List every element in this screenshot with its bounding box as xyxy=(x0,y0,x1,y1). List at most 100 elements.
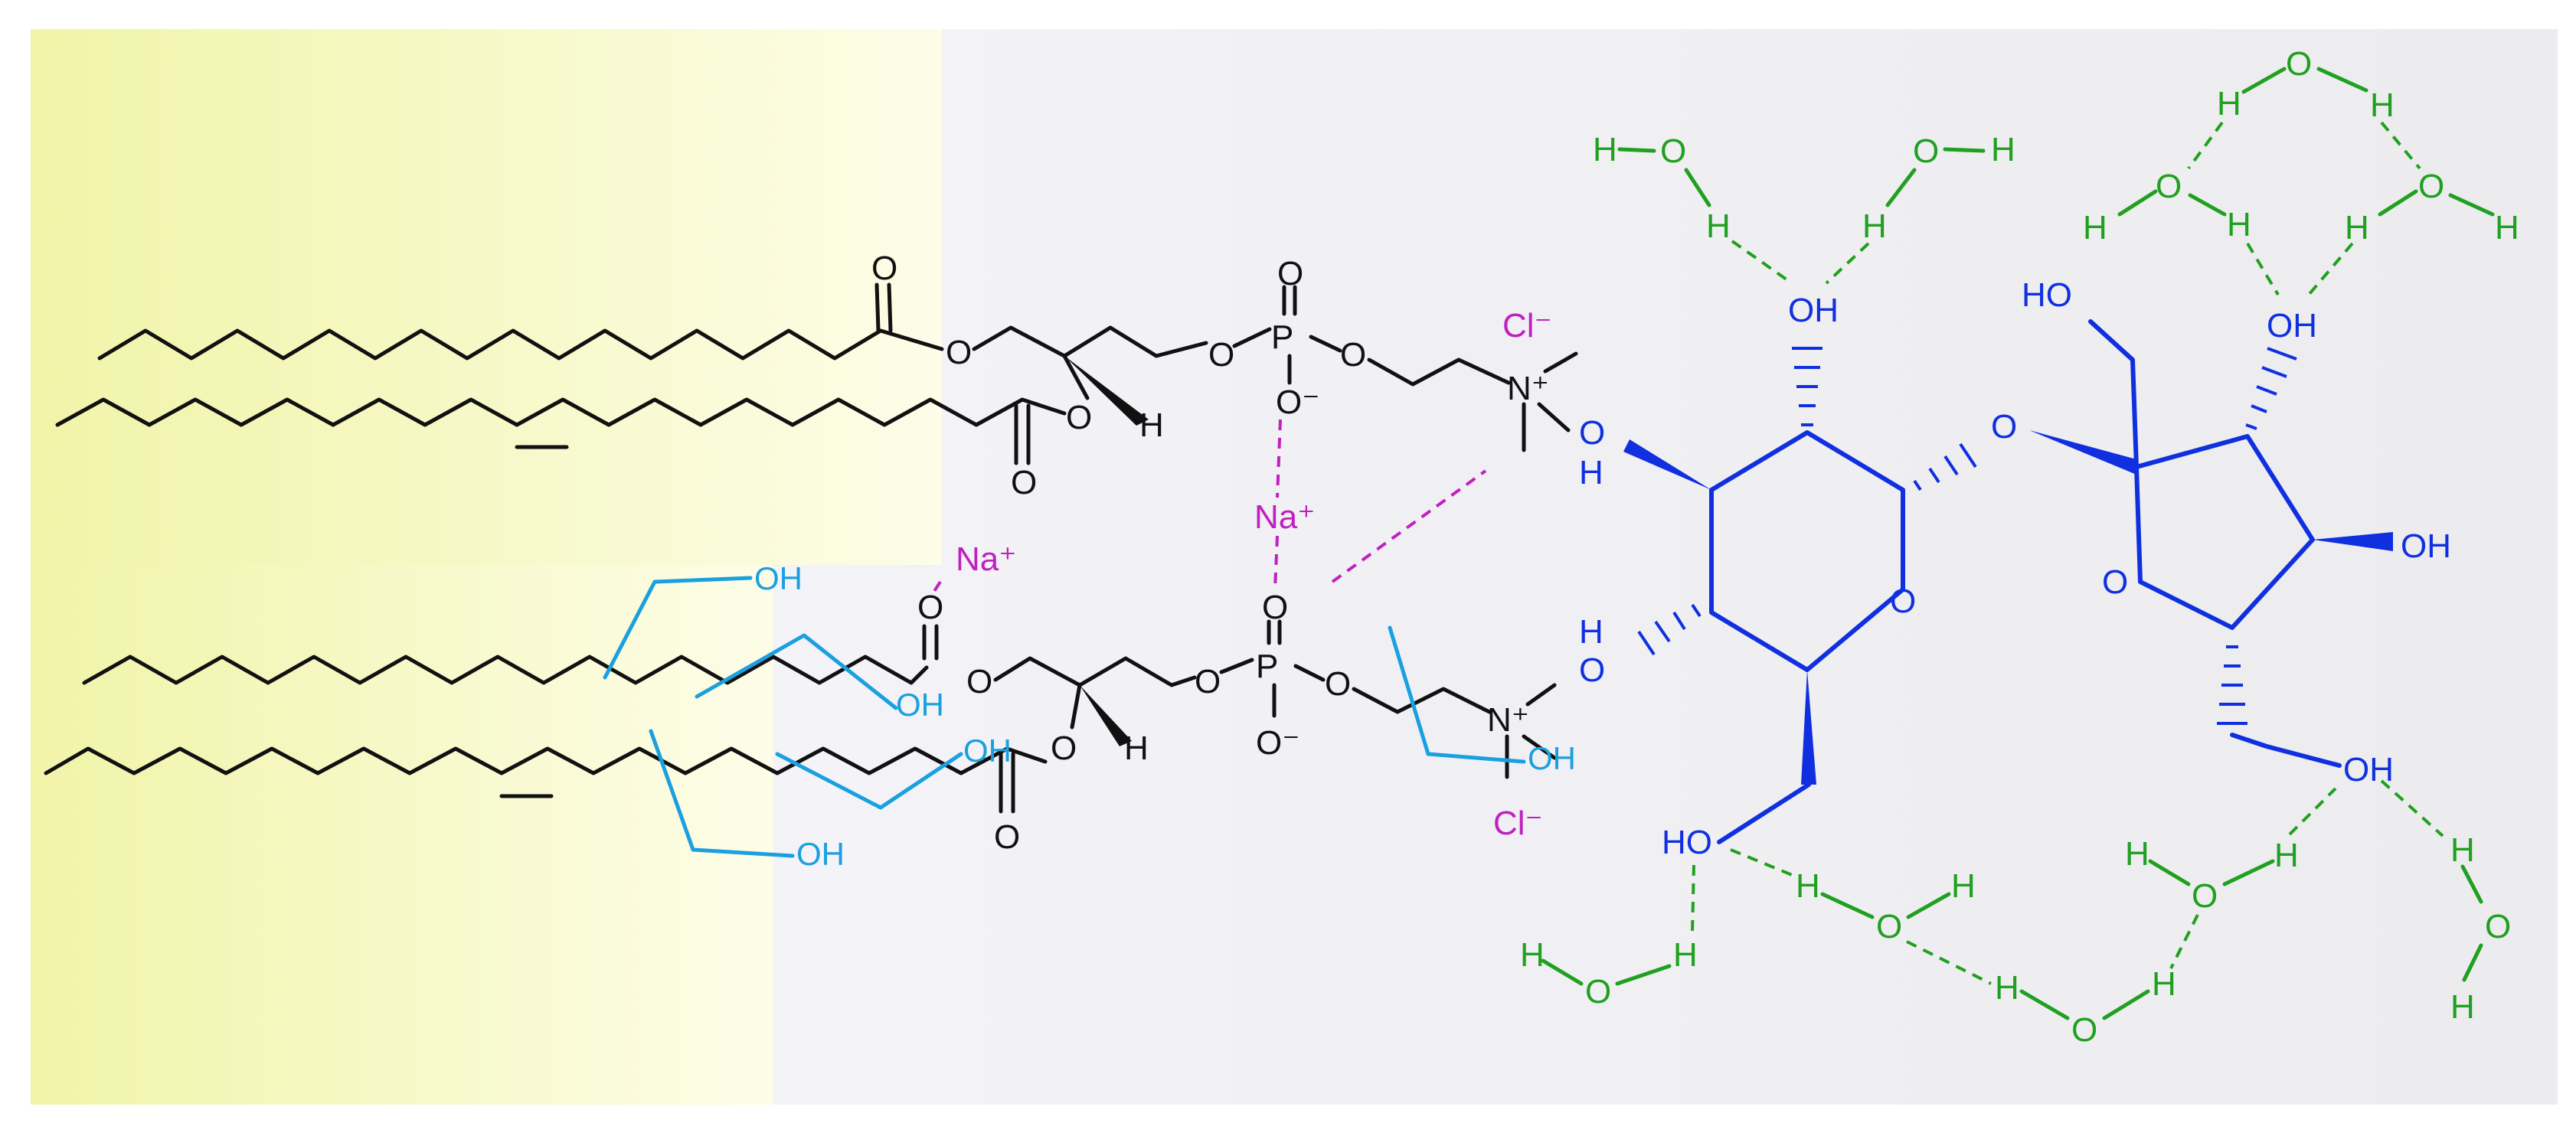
glycerol-backbone-2 xyxy=(993,656,1197,687)
glycerol-o-bond xyxy=(1062,354,1090,400)
water-h: H xyxy=(1593,131,1617,168)
fructose-ch2oh-top: HO xyxy=(2022,276,2072,314)
stereo-hydrogen-2: H xyxy=(1124,730,1149,767)
water-o: O xyxy=(1585,973,1611,1010)
glycerol-4 xyxy=(775,752,963,810)
water-h: H xyxy=(2217,85,2241,122)
ionic-contact xyxy=(1273,535,1279,590)
water-bond xyxy=(1684,168,1711,207)
water-h: H xyxy=(1796,867,1820,905)
sucrose: O O H OH O H O HO O HO OH OH xyxy=(1579,276,2451,861)
water-h: H xyxy=(2345,209,2369,246)
glucose-ring xyxy=(1709,430,1905,672)
water-bond xyxy=(2241,67,2287,94)
sodium-ion-center: Na⁺ xyxy=(1254,498,1315,536)
water-bond xyxy=(2462,943,2483,982)
sodium-ion-left: Na⁺ xyxy=(956,540,1016,578)
carbonyl-oxygen-3: O xyxy=(917,589,943,626)
water-bond xyxy=(1541,958,1584,986)
glycerol-backbone xyxy=(972,325,1208,358)
lipid-1-chain-a xyxy=(97,328,944,361)
water-o: O xyxy=(1660,132,1686,170)
water-h: H xyxy=(1520,936,1545,974)
choline-chain-2 xyxy=(1352,687,1492,714)
methyl-bond xyxy=(1537,402,1571,433)
lipid-2: O O H O O O P O O⁻ O N⁺ Cl⁻ xyxy=(44,589,1557,856)
water-h: H xyxy=(2370,87,2395,124)
ch2oh-bond xyxy=(2230,733,2342,768)
ammonium-nitrogen: N⁺ xyxy=(1507,370,1549,407)
glycerol-hydroxyl: OH xyxy=(796,836,845,872)
phosphate-oxygen-4: O xyxy=(1325,665,1351,703)
wedge-bond xyxy=(1623,439,1711,490)
fructose-oh-top: OH xyxy=(2267,307,2317,344)
glycerol-3 xyxy=(649,729,795,858)
water-o: O xyxy=(2071,1011,2097,1049)
ester-oxygen-2: O xyxy=(1066,399,1092,436)
glycerol-5 xyxy=(1388,625,1526,764)
lipid-2-chain-b xyxy=(44,746,1048,775)
hydrogen-bond xyxy=(1825,242,1870,285)
ch2oh-bond xyxy=(1717,782,1811,844)
carbonyl-oxygen: O xyxy=(871,250,897,287)
glycerol-o-bond xyxy=(1070,683,1082,730)
hydrogen-bond xyxy=(1731,240,1793,285)
phosphorus-2: P xyxy=(1256,648,1278,685)
p-o-bond xyxy=(1309,335,1342,353)
glycerol-hydroxyl: OH xyxy=(896,687,944,723)
glucose-ch2oh: HO xyxy=(1662,824,1712,861)
carbonyl-oxygen-4: O xyxy=(994,818,1020,856)
ester-oxygen-4: O xyxy=(1051,730,1077,767)
stereo-hydrogen: H xyxy=(1139,406,1164,444)
phosphate-o-minus: O⁻ xyxy=(1276,384,1319,421)
stereo-wedge xyxy=(1064,356,1149,426)
hydrogen-bond xyxy=(2307,242,2354,296)
glucose-oh-low-h: H xyxy=(1579,613,1603,651)
phosphate-oxygen: O xyxy=(1208,336,1234,374)
ring-oxygen-glucose: O xyxy=(1890,583,1916,620)
wedge-bond xyxy=(2313,532,2393,551)
water-h: H xyxy=(1951,867,1976,905)
water-bond xyxy=(2378,189,2418,217)
membrane-region-upper xyxy=(31,29,942,565)
lipid-1-chain-b xyxy=(55,397,1067,427)
hydrogen-bond xyxy=(1730,848,1796,878)
fructose-oh-right: OH xyxy=(2401,527,2451,565)
phosphate-oxygen-2: O xyxy=(1340,336,1366,374)
glycerol-hydroxyl: OH xyxy=(963,733,1012,769)
hydrogen-bond xyxy=(2246,242,2280,296)
hashed-bond xyxy=(1637,603,1702,656)
glucose-oh-low: O xyxy=(1579,651,1605,689)
p-o-bond xyxy=(1232,327,1272,348)
methyl-bond xyxy=(1525,683,1557,707)
phosphate-o-minus-2: O⁻ xyxy=(1256,724,1299,762)
wedge-bond xyxy=(1801,670,1816,785)
glycerol-hydroxyl: OH xyxy=(1528,740,1576,776)
lipid-1: O O H O O O P O O⁻ O N⁺ Cl⁻ xyxy=(55,250,1578,501)
hydrogen-bond xyxy=(2380,779,2444,837)
methyl-bond xyxy=(1543,351,1578,374)
stereo-wedge-2 xyxy=(1080,685,1132,746)
glycerol-1 xyxy=(603,576,753,680)
glycerol-hydroxyl: OH xyxy=(754,560,803,596)
ionic-contact xyxy=(1276,419,1282,498)
water-bond xyxy=(2222,859,2275,886)
ionic-contact xyxy=(929,580,942,599)
hashed-bond xyxy=(1913,442,1977,491)
water-h: H xyxy=(1706,207,1731,245)
water-bond xyxy=(2102,989,2150,1020)
ion-pairs: Na⁺ Na⁺ xyxy=(929,419,1487,599)
water-h: H xyxy=(1673,936,1698,974)
hydrogen-bond xyxy=(2169,914,2199,969)
water-bond xyxy=(1885,168,1917,207)
water-bond xyxy=(2117,189,2158,217)
membrane-region-lower xyxy=(31,565,773,1105)
hydrogen-bond xyxy=(2187,121,2224,170)
water-molecules: H O H O H H O H H O H H O H H H xyxy=(1520,45,2519,1049)
water-o: O xyxy=(2485,908,2511,945)
phosphoryl-oxygen-2: O xyxy=(1262,589,1288,626)
ammonium-nitrogen-2: N⁺ xyxy=(1487,701,1529,739)
water-h: H xyxy=(2450,988,2475,1026)
